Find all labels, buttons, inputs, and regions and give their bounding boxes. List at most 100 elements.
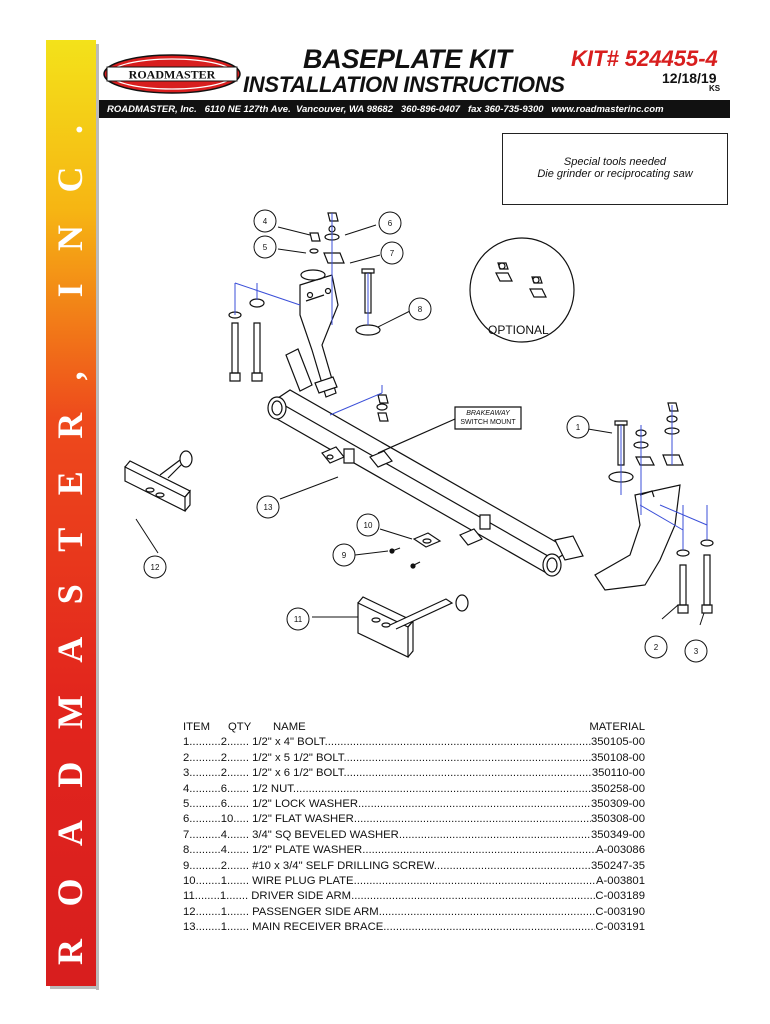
part-qty: 6 [220,782,227,795]
parts-list-header: ITEM QTY NAME MATERIAL [183,720,645,735]
address-text: ROADMASTER, Inc. 6110 NE 127th Ave. Vanc… [107,103,664,115]
table-row: 11........1....... DRIVER SIDE ARM......… [183,889,645,904]
optional-label: OPTIONAL [488,323,549,337]
table-row: 13........1....... MAIN RECEIVER BRACE..… [183,920,645,935]
part-description: 1..........2....... 1/2" x 4" BOLT......… [183,736,591,749]
logo-text: ROADMASTER [129,68,216,82]
table-row: 8..........4....... 1/2" PLATE WASHER...… [183,843,645,858]
driver-side-arm [357,594,469,658]
part-name: 1/2" x 4" BOLT [252,736,325,749]
svg-text:3: 3 [694,647,699,656]
part-item: 2 [183,751,190,764]
part-description: 7..........4....... 3/4" SQ BEVELED WASH… [183,828,591,841]
part-item: 12 [183,905,196,918]
part-name: 1/2" PLATE WASHER [252,844,363,857]
tools-heading: Special tools needed [563,156,667,168]
svg-text:8: 8 [418,305,423,314]
part-item: 13 [183,921,196,934]
part-name: WIRE PLUG PLATE [252,875,354,888]
part-material: 350308-00 [590,813,645,826]
svg-text:6: 6 [388,219,393,228]
svg-text:12: 12 [151,563,160,572]
part-qty: 2 [220,859,227,872]
part-qty: 10 [220,813,234,826]
alignment-lines-left [234,213,383,416]
part-description: 6..........10..... 1/2" FLAT WASHER.....… [183,813,591,826]
part-name: 1/2" FLAT WASHER [252,813,354,826]
brand-vertical-label: ROADMASTER, INC. [50,125,90,965]
address-bar: ROADMASTER, Inc. 6110 NE 127th Ave. Vanc… [99,100,730,118]
svg-text:5: 5 [263,243,268,252]
part-name: 1/2" x 6 1/2" BOLT [252,767,344,780]
table-row: 12........1....... PASSENGER SIDE ARM...… [183,905,645,920]
part-description: 3..........2....... 1/2" x 6 1/2" BOLT..… [183,767,592,780]
revision-date: 12/18/19 [662,70,717,86]
part-material: A-003801 [596,875,645,888]
part-material: 350247-35 [590,859,645,872]
part-description: 5..........6....... 1/2" LOCK WASHER....… [183,798,591,811]
part-material: 350258-00 [590,782,645,795]
table-row: 6..........10..... 1/2" FLAT WASHER.....… [183,812,645,827]
svg-text:13: 13 [264,503,273,512]
table-row: 9..........2....... #10 x 3/4" SELF DRIL… [183,859,645,874]
part-item: 10 [183,875,196,888]
special-tools-box: Special tools needed Die grinder or reci… [502,133,728,205]
upright-bracket-right [554,484,681,591]
part-item: 9 [183,859,190,872]
part-description: 2..........2....... 1/2" x 5 1/2" BOLT..… [183,751,591,764]
page-subtitle: INSTALLATION INSTRUCTIONS [243,72,565,97]
part-qty: 1 [220,905,227,918]
table-row: 7..........4....... 3/4" SQ BEVELED WASH… [183,828,645,843]
exploded-diagram: OPTIONAL [100,205,740,675]
brakeaway-switch-mount-callout: BRAKEAWAY SWITCH MOUNT [377,406,522,454]
part-name: 3/4" SQ BEVELED WASHER [252,828,399,841]
author-initials: KS [709,84,721,93]
part-material: C-003190 [595,905,645,918]
part-description: 13........1....... MAIN RECEIVER BRACE..… [183,921,595,934]
part-description: 8..........4....... 1/2" PLATE WASHER...… [183,844,596,857]
brakeaway-label: BRAKEAWAY [466,410,511,417]
svg-text:4: 4 [263,217,268,226]
svg-text:1: 1 [576,423,581,432]
svg-text:11: 11 [294,615,303,624]
part-item: 11 [183,890,195,903]
part-qty: 2 [220,767,227,780]
table-row: 10........1....... WIRE PLUG PLATE......… [183,874,645,889]
part-description: 12........1....... PASSENGER SIDE ARM...… [183,905,596,918]
wire-plug-plate [389,532,442,569]
part-description: 9..........2....... #10 x 3/4" SELF DRIL… [183,859,591,872]
part-material: 350105-00 [590,736,645,749]
alignment-lines-right [620,405,708,550]
part-item: 4 [183,782,190,795]
part-material: C-003191 [595,921,645,934]
table-row: 3..........2....... 1/2" x 6 1/2" BOLT..… [183,766,645,781]
part-qty: 4 [220,828,227,841]
callouts [135,209,708,663]
svg-text:9: 9 [342,551,347,560]
part-item: 1 [183,736,190,749]
part-qty: 2 [220,751,227,764]
part-name: DRIVER SIDE ARM [251,890,352,903]
part-name: 1/2 NUT [252,782,293,795]
part-item: 5 [183,798,190,811]
page-title: BASEPLATE KIT [303,44,512,74]
part-material: A-003086 [596,844,645,857]
upright-bracket-left [285,274,339,398]
part-qty: 6 [220,798,227,811]
part-qty: 4 [220,844,227,857]
part-material: 350309-00 [590,798,645,811]
brand-sidebar [46,40,96,986]
roadmaster-logo: ROADMASTER [103,54,241,94]
part-name: 1/2" LOCK WASHER [252,798,359,811]
part-description: 4..........6....... 1/2 NUT.............… [183,782,591,795]
main-receiver-brace [267,389,572,577]
part-item: 3 [183,767,190,780]
part-description: 10........1....... WIRE PLUG PLATE......… [183,875,596,888]
passenger-side-arm [124,450,193,512]
header-item: ITEM [183,721,210,733]
part-name: #10 x 3/4" SELF DRILLING SCREW [252,859,434,872]
header-material: MATERIAL [589,721,645,733]
svg-text:10: 10 [364,521,373,530]
optional-detail: OPTIONAL [469,237,575,343]
svg-text:2: 2 [654,643,659,652]
